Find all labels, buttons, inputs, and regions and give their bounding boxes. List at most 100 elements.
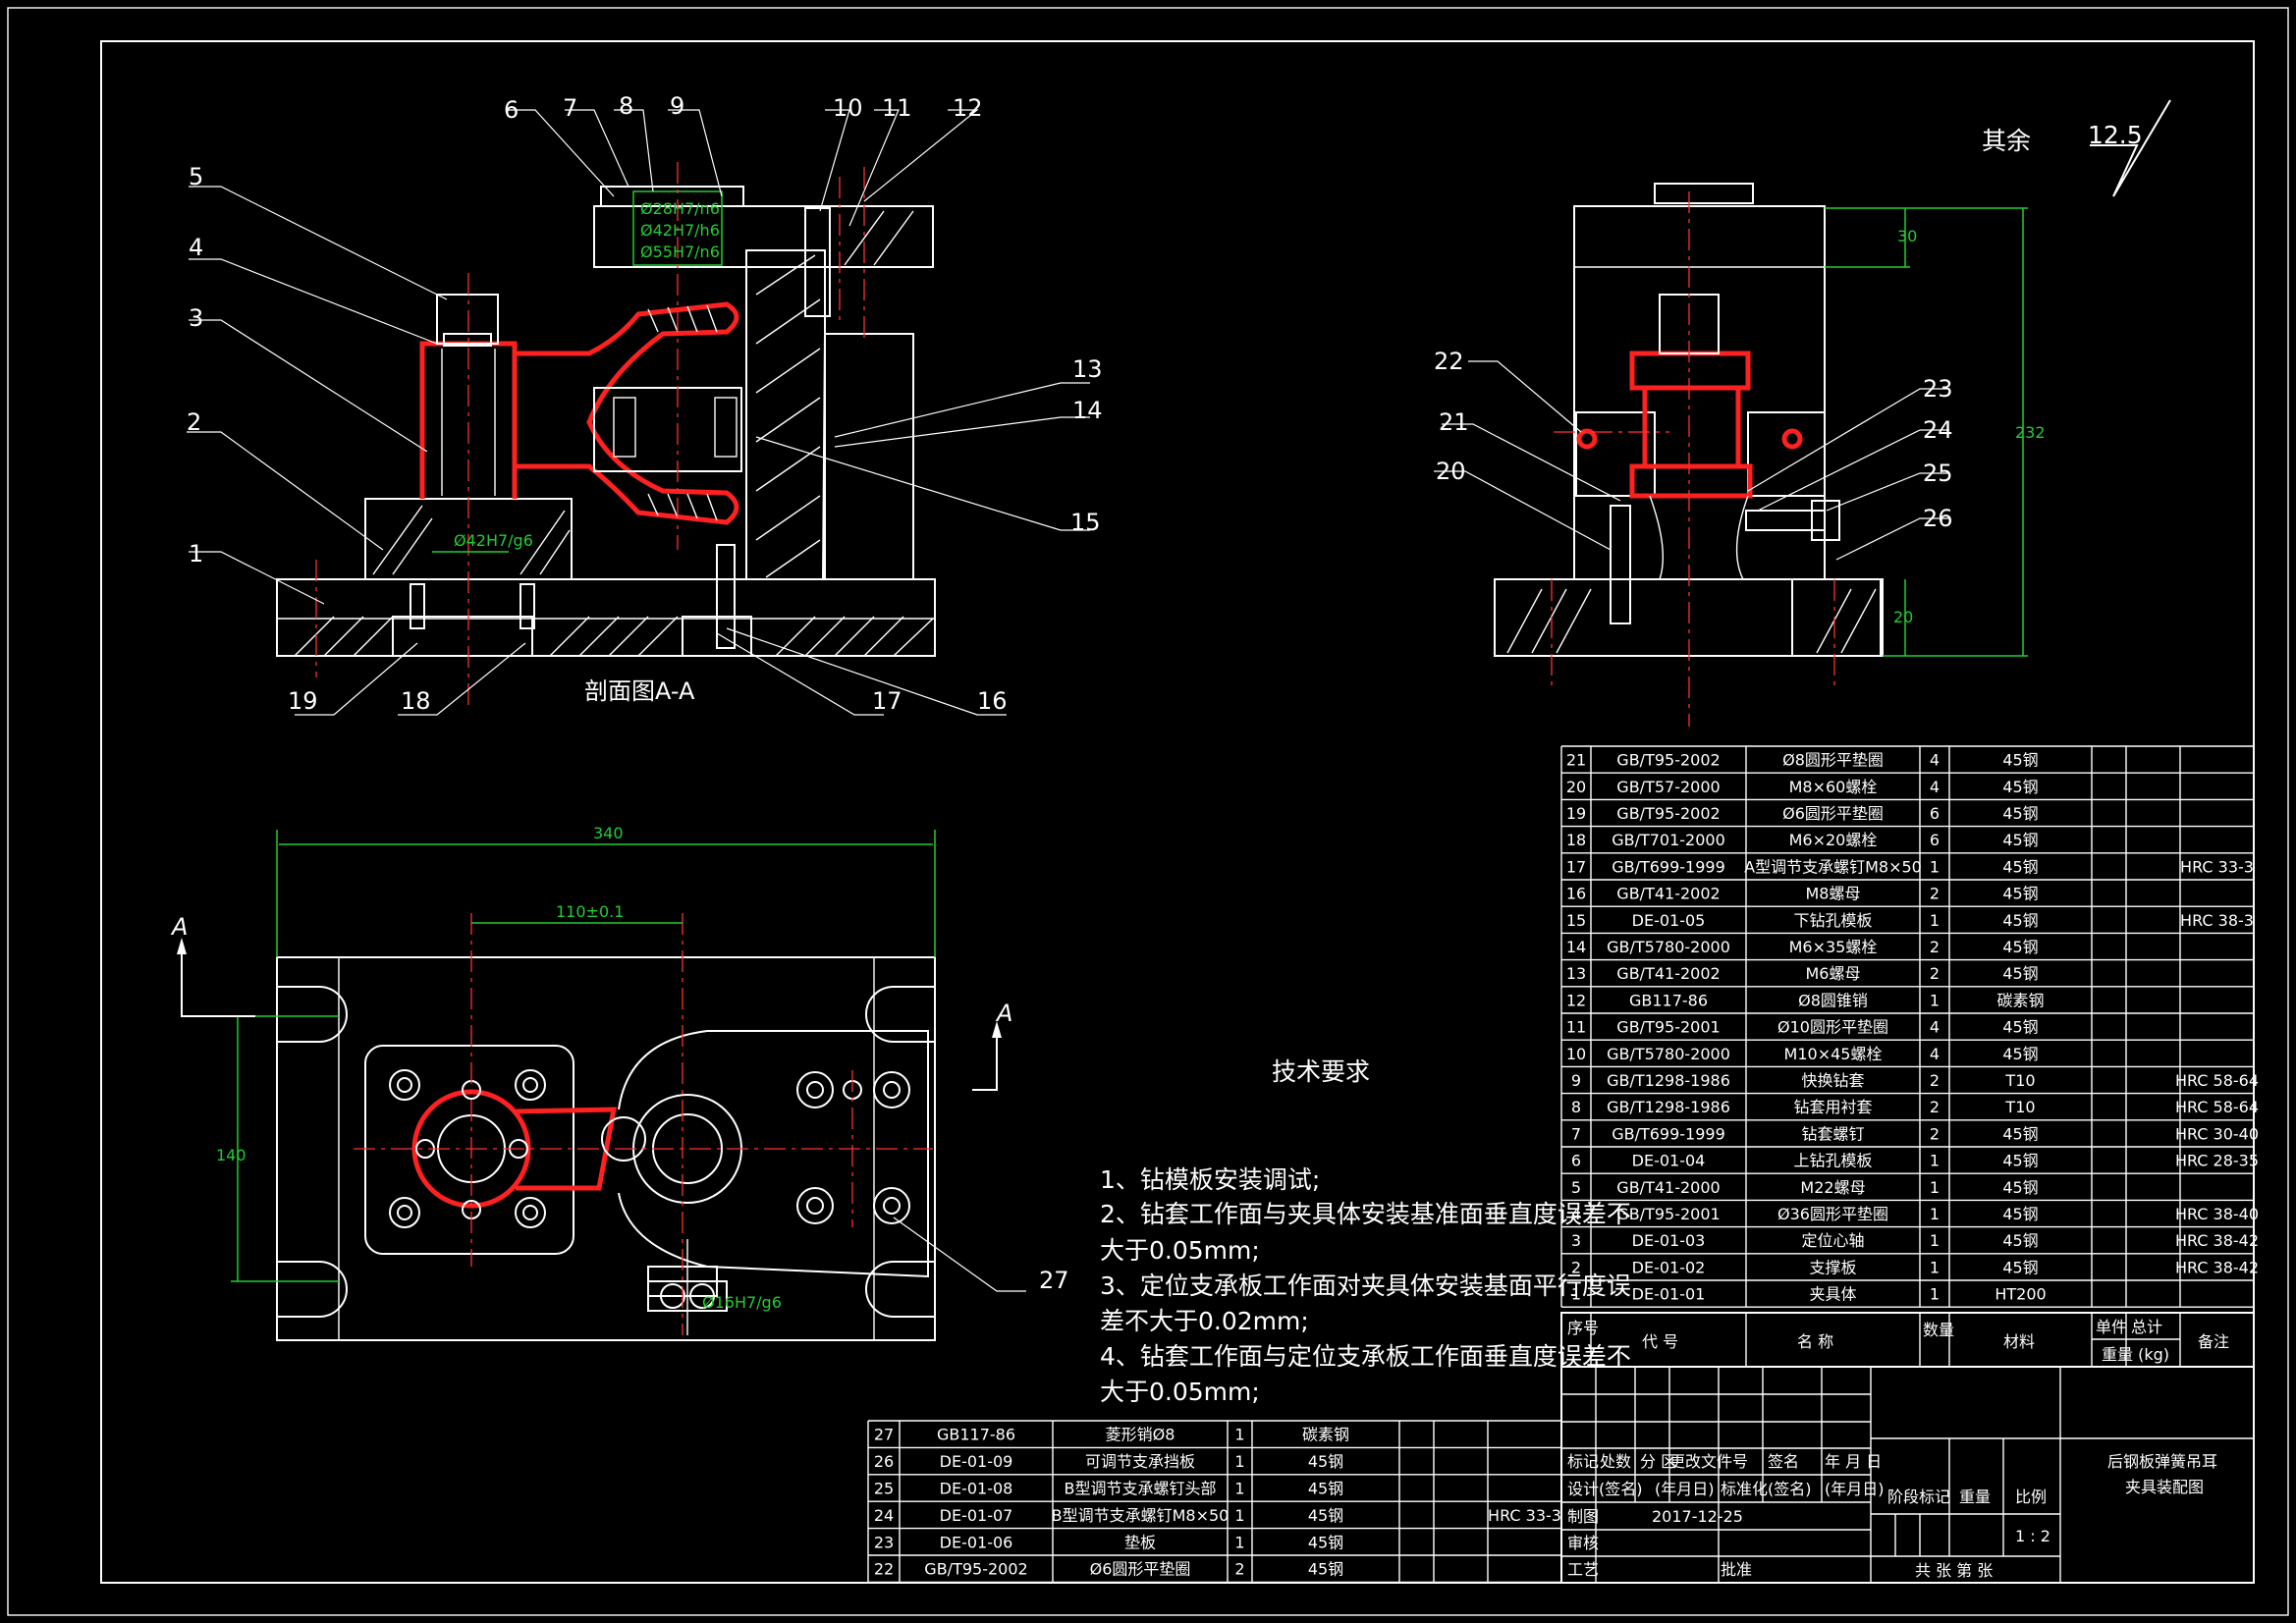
bom-right-cell: HRC 38-3 bbox=[2180, 911, 2254, 930]
bom-right-cell: GB/T5780-2000 bbox=[1607, 938, 1730, 956]
bom-right-cell: M6螺母 bbox=[1806, 964, 1861, 983]
callout-25: 25 bbox=[1923, 460, 1953, 487]
bom-right-cell: 2 bbox=[1930, 1098, 1940, 1116]
callout-26: 26 bbox=[1923, 505, 1953, 532]
bom-right-cell: T10 bbox=[2004, 1098, 2035, 1116]
bush-fit-1-dim: Ø28H7/n6 bbox=[640, 199, 720, 218]
bom-left-cell: B型调节支承螺钉M8×50 bbox=[1052, 1506, 1230, 1525]
tb-mark-label: 标记 bbox=[1567, 1452, 1599, 1471]
view-arrow-a-right: A bbox=[995, 1000, 1012, 1027]
bom-right-cell: 15 bbox=[1566, 911, 1586, 930]
bom-header-unit: 单件 bbox=[2096, 1318, 2127, 1336]
bom-right-cell: 5 bbox=[1571, 1178, 1581, 1197]
bom-right-cell: 14 bbox=[1566, 938, 1586, 956]
callout-8: 8 bbox=[619, 92, 633, 120]
bom-left-cell: 1 bbox=[1234, 1452, 1244, 1471]
tb-date-value: 2017-12-25 bbox=[1652, 1507, 1743, 1526]
callout-16: 16 bbox=[977, 687, 1008, 715]
bom-right-cell: GB/T699-1999 bbox=[1612, 1124, 1725, 1143]
bom-right-cell: GB/T57-2000 bbox=[1616, 778, 1720, 796]
top-30-dim: 30 bbox=[1897, 227, 1917, 245]
bom-right-cell: 45钢 bbox=[2002, 964, 2038, 983]
bom-header-remark: 备注 bbox=[2198, 1332, 2229, 1351]
bom-right-cell: Ø8圆形平垫圈 bbox=[1782, 751, 1884, 770]
callout-23: 23 bbox=[1923, 375, 1953, 403]
bom-left-cell: 45钢 bbox=[1308, 1506, 1343, 1525]
tb-sign-label: 签名 bbox=[1768, 1452, 1799, 1471]
technical-requirements: 技术要求 1、钻模板安装调试; 2、钻套工作面与夹具体安装基准面垂直度误差不 大… bbox=[1100, 1057, 1631, 1406]
bom-right-cell: DE-01-03 bbox=[1632, 1231, 1706, 1250]
tech-title: 技术要求 bbox=[1272, 1057, 1370, 1086]
bom-right-cell: 1 bbox=[1930, 911, 1940, 930]
bom-left-cell: GB/T95-2002 bbox=[924, 1560, 1027, 1579]
bom-right-cell: 7 bbox=[1571, 1124, 1581, 1143]
bom-right-cell: 1 bbox=[1930, 1178, 1940, 1197]
bom-right-cell: M6×35螺栓 bbox=[1789, 938, 1878, 956]
bom-right-cell: 20 bbox=[1566, 778, 1586, 796]
bom-right-cell: 21 bbox=[1566, 751, 1586, 770]
bom-right-cell: 45钢 bbox=[2002, 751, 2038, 770]
bom-right-cell: HRC 38-42 bbox=[2175, 1258, 2259, 1276]
tb-count-label: 处数 bbox=[1600, 1452, 1631, 1471]
bom-right-cell: HRC 28-35 bbox=[2175, 1152, 2259, 1170]
bom-right-cell: T10 bbox=[2004, 1071, 2035, 1090]
bom-left-cell: 1 bbox=[1234, 1480, 1244, 1498]
bom-right-cell: DE-01-01 bbox=[1632, 1285, 1706, 1304]
callout-15: 15 bbox=[1070, 509, 1101, 536]
bush-fit-3-dim: Ø55H7/n6 bbox=[640, 243, 720, 261]
bom-left-cell: DE-01-07 bbox=[940, 1506, 1013, 1525]
bom-left-cell: 2 bbox=[1234, 1560, 1244, 1579]
bom-right-cell: DE-01-05 bbox=[1632, 911, 1706, 930]
side-view: 30 232 20 22 21 20 23 24 25 26 bbox=[1434, 183, 2046, 727]
bom-header-index: 序号 bbox=[1567, 1319, 1599, 1337]
bom-right-cell: 2 bbox=[1571, 1258, 1581, 1276]
height-232-dim: 232 bbox=[2015, 423, 2046, 442]
bom-header-weight: 重量 (kg) bbox=[2102, 1345, 2169, 1364]
callout-4: 4 bbox=[189, 234, 203, 261]
callout-5: 5 bbox=[189, 163, 203, 190]
bom-right-cell: Ø8圆锥销 bbox=[1798, 991, 1868, 1009]
bom-right-cell: 钻套螺钉 bbox=[1801, 1124, 1864, 1143]
bom-right-cell: 45钢 bbox=[2002, 804, 2038, 823]
bom-right-cell: 45钢 bbox=[2002, 938, 2038, 956]
tech-line-1: 1、钻模板安装调试; bbox=[1100, 1165, 1320, 1194]
bom-right-cell: 2 bbox=[1930, 964, 1940, 983]
bom-right-cell: 45钢 bbox=[2002, 831, 2038, 849]
bom-right-cell: HRC 30-40 bbox=[2175, 1124, 2259, 1143]
bom-right-cell: 4 bbox=[1571, 1205, 1581, 1223]
callout-12: 12 bbox=[953, 94, 983, 122]
tech-line-7: 大于0.05mm; bbox=[1100, 1378, 1260, 1406]
bom-right-cell: 3 bbox=[1571, 1231, 1581, 1250]
bom-right-cell: HRC 38-40 bbox=[2175, 1205, 2259, 1223]
bom-left-cell: 24 bbox=[874, 1506, 894, 1525]
tb-review-label: 审核 bbox=[1567, 1534, 1599, 1552]
bom-right-cell: 45钢 bbox=[2002, 1258, 2038, 1276]
bom-right-cell: HT200 bbox=[1995, 1285, 2046, 1304]
bom-right-cell: 2 bbox=[1930, 938, 1940, 956]
callout-3: 3 bbox=[189, 304, 203, 332]
bom-right-cell: 碳素钢 bbox=[1996, 991, 2044, 1009]
roughness-value: 12.5 bbox=[2088, 121, 2143, 149]
bom-left-cell: 23 bbox=[874, 1533, 894, 1551]
bom-left-cell: 45钢 bbox=[1308, 1480, 1343, 1498]
callout-17: 17 bbox=[872, 687, 902, 715]
bom-right-cell: M8螺母 bbox=[1806, 885, 1861, 903]
tb-standard-sign: (签名) bbox=[1768, 1480, 1812, 1498]
bom-right-cell: M10×45螺栓 bbox=[1784, 1045, 1883, 1063]
bom-left-cell: 碳素钢 bbox=[1302, 1426, 1349, 1444]
callout-14: 14 bbox=[1072, 397, 1103, 424]
bom-right-cell: 45钢 bbox=[2002, 1178, 2038, 1197]
tb-approve-label: 批准 bbox=[1721, 1560, 1752, 1579]
callout-11: 11 bbox=[882, 94, 912, 122]
outer-border bbox=[7, 7, 2289, 1616]
bom-right-cell: 6 bbox=[1930, 831, 1940, 849]
callout-22: 22 bbox=[1434, 348, 1464, 375]
bom-left-cell: DE-01-09 bbox=[940, 1452, 1013, 1471]
tech-line-6: 4、钻套工作面与定位支承板工作面垂直度误差不 bbox=[1100, 1342, 1631, 1371]
bom-right-cell: GB/T41-2002 bbox=[1616, 964, 1720, 983]
callout-27: 27 bbox=[1039, 1267, 1069, 1294]
bom-left-cell: 27 bbox=[874, 1426, 894, 1444]
tech-line-5: 差不大于0.02mm; bbox=[1100, 1307, 1309, 1335]
bom-left-cell: GB117-86 bbox=[937, 1426, 1015, 1444]
